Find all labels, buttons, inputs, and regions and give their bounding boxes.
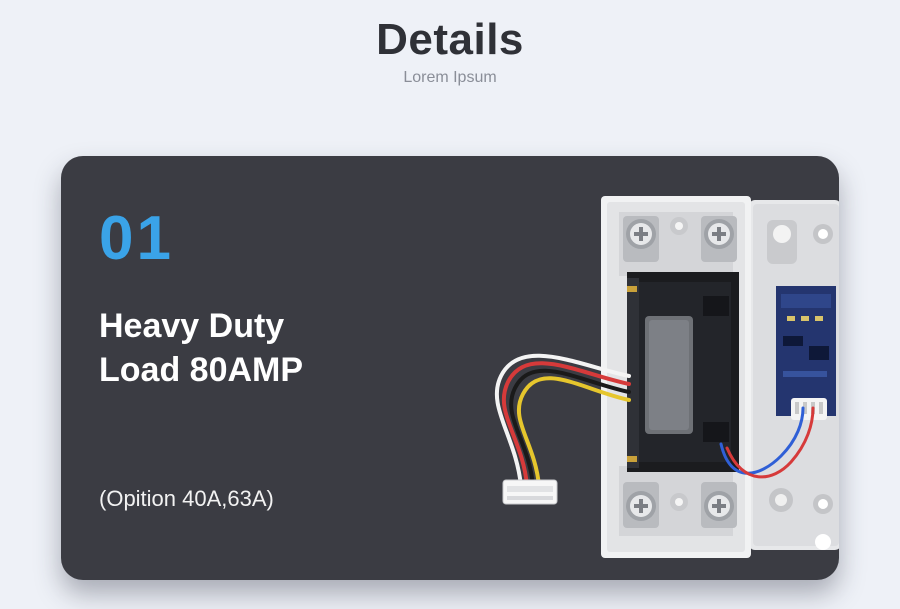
- connector-plug: [502, 479, 558, 505]
- page-header: Details Lorem Ipsum: [0, 14, 900, 88]
- wire-bundle: [494, 353, 631, 488]
- card-note: (Opition 40A,63A): [99, 486, 274, 511]
- page-title: Details: [376, 15, 524, 64]
- right-housing: [749, 200, 839, 550]
- top-terminal-screws: [623, 216, 737, 262]
- bottom-terminal-screws: [623, 482, 737, 528]
- card-heading-line-2: Load 80AMP: [99, 351, 304, 389]
- detail-card: 01 Heavy Duty Load 80AMP (Opition 40A,63…: [61, 156, 839, 580]
- card-heading-line-1: Heavy Duty: [99, 307, 285, 345]
- relay-module-photo: [494, 196, 839, 558]
- sensor-wires: [719, 406, 815, 479]
- relay-block: [627, 272, 739, 472]
- card-number: 01: [99, 204, 174, 273]
- page-subtitle: Lorem Ipsum: [403, 69, 497, 86]
- card-heading: Heavy Duty Load 80AMP: [99, 304, 429, 392]
